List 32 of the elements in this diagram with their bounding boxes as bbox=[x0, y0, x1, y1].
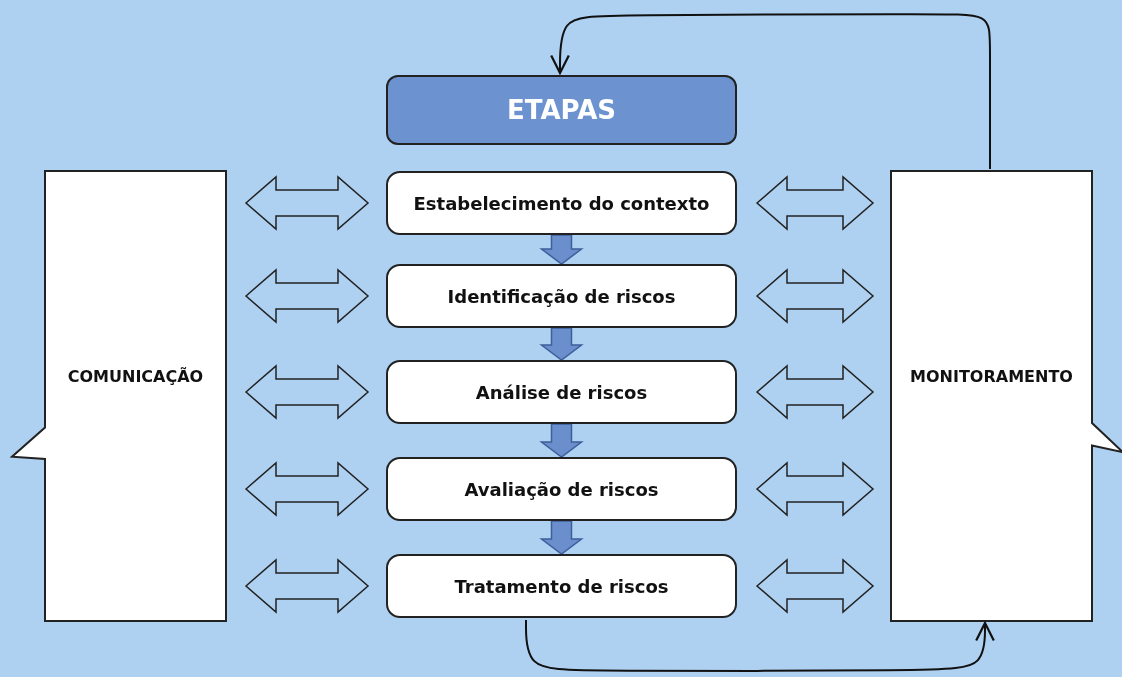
double-arrow bbox=[244, 461, 370, 517]
double-arrow bbox=[755, 558, 875, 614]
curved-arrow bbox=[550, 13, 991, 170]
process-box bbox=[386, 264, 737, 328]
node-text: Estabelecimento do contexto bbox=[413, 192, 710, 214]
process-box bbox=[386, 554, 737, 618]
double-arrow bbox=[755, 364, 875, 420]
flow-arrow bbox=[539, 520, 584, 555]
process-box bbox=[386, 360, 737, 424]
double-arrow bbox=[244, 268, 370, 324]
double-arrow bbox=[755, 175, 875, 231]
node-text: Análise de riscos bbox=[475, 381, 648, 403]
node-text: Avaliação de riscos bbox=[464, 478, 659, 500]
heading-box bbox=[386, 75, 737, 145]
double-arrow bbox=[755, 461, 875, 517]
node-text: Tratamento de riscos bbox=[454, 575, 669, 597]
double-arrow bbox=[244, 364, 370, 420]
node-text: Identificação de riscos bbox=[447, 285, 676, 307]
node-text: COMUNICAÇÃO bbox=[67, 366, 204, 386]
double-arrow bbox=[244, 558, 370, 614]
flow-arrow bbox=[539, 327, 584, 361]
process-box bbox=[386, 457, 737, 521]
double-arrow bbox=[755, 268, 875, 324]
flow-arrow bbox=[539, 423, 584, 458]
speech-bubble bbox=[9, 170, 227, 622]
process-box bbox=[386, 171, 737, 235]
flow-arrow bbox=[539, 234, 584, 265]
double-arrow bbox=[244, 175, 370, 231]
node-text: MONITORAMENTO bbox=[910, 366, 1073, 386]
node-text: ETAPAS bbox=[506, 95, 617, 125]
speech-bubble bbox=[890, 170, 1122, 622]
curved-arrow bbox=[525, 619, 995, 672]
